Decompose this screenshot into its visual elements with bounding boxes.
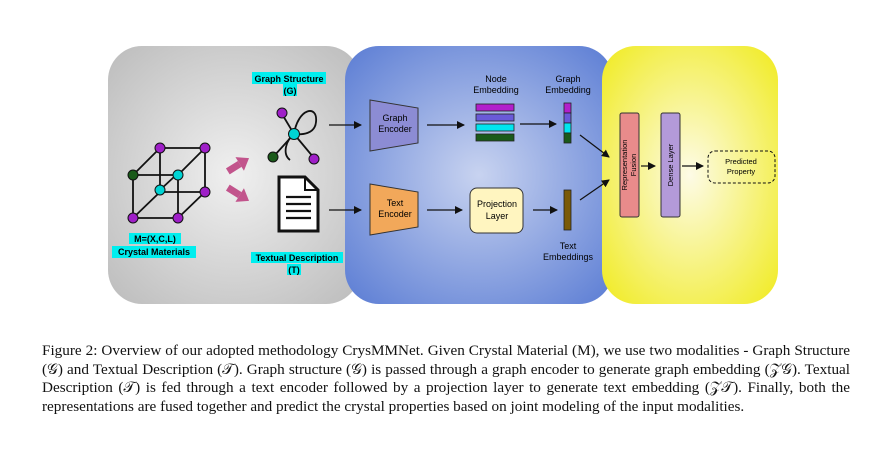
projection-layer-label-2: Layer <box>486 211 509 221</box>
crystal-materials-label: M=(X,C,L) Crystal Materials <box>112 233 196 258</box>
predicted-property-label-2: Property <box>727 167 756 176</box>
graph-embedding-vector <box>563 102 572 144</box>
projection-layer-box <box>469 187 524 234</box>
textual-description-title: Textual Description <box>256 253 339 263</box>
text-encoder-label-2: Encoder <box>378 209 412 219</box>
textual-description-label: Textual Description (T) <box>251 252 343 275</box>
graph-structure-title: Graph Structure <box>254 74 323 84</box>
graph-structure-icon <box>267 107 320 165</box>
graph-structure-symbol: (G) <box>284 86 297 96</box>
text-embeddings-label-1: Text <box>560 241 577 251</box>
text-encoder-shape <box>369 183 419 236</box>
projection-layer-label-1: Projection <box>477 199 517 209</box>
material-formula: M=(X,C,L) <box>134 234 176 244</box>
crystal-lattice-icon <box>127 142 211 224</box>
graph-encoder-label-1: Graph <box>382 113 407 123</box>
text-encoder-label-1: Text <box>387 198 404 208</box>
figure-caption: Figure 2: Overview of our adopted method… <box>42 342 850 415</box>
graph-encoder-shape <box>369 99 419 152</box>
predicted-property-box <box>707 150 776 184</box>
graph-structure-label: Graph Structure (G) <box>252 72 326 96</box>
predicted-property-label-1: Predicted <box>725 157 757 166</box>
text-embedding-vector <box>563 189 572 231</box>
arrow-to-graph-icon <box>225 157 250 175</box>
representation-fusion-label-2: Fusion <box>629 154 638 177</box>
node-embedding-stack <box>475 103 515 142</box>
arrow-text-embedding-to-fusion <box>579 179 610 201</box>
modality-split-arrows <box>225 157 250 202</box>
document-icon <box>277 175 320 233</box>
graph-encoder-label-2: Encoder <box>378 124 412 134</box>
dense-layer-box <box>660 112 681 218</box>
representation-fusion-box <box>619 112 640 218</box>
representation-fusion-label-1: Representation <box>620 140 629 191</box>
node-embedding-label-2: Embedding <box>473 85 519 95</box>
arrow-to-text-icon <box>225 184 250 202</box>
graph-embedding-label-2: Embedding <box>545 85 591 95</box>
arrow-graph-embedding-to-fusion <box>579 134 610 158</box>
dense-layer-label: Dense Layer <box>666 143 675 186</box>
textual-description-symbol: (T) <box>288 265 300 275</box>
methodology-figure: Graph Structure (G) <box>108 46 778 304</box>
crystal-materials-title: Crystal Materials <box>118 247 190 257</box>
node-embedding-label-1: Node <box>485 74 507 84</box>
text-embeddings-label-2: Embeddings <box>543 252 594 262</box>
graph-embedding-label-1: Graph <box>555 74 580 84</box>
fusion-panel <box>602 46 778 304</box>
